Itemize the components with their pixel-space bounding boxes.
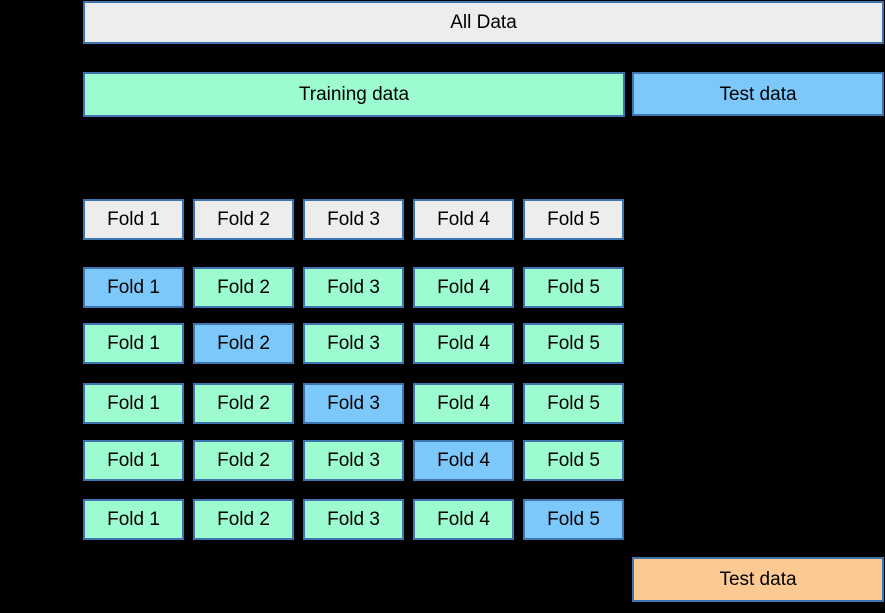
split-row-2: Fold 1 Fold 2 Fold 3 Fold 4 Fold 5 [83,323,624,364]
fold-cell: Fold 4 [413,440,514,481]
fold-cell-label: Fold 2 [217,509,270,530]
fold-cell-label: Fold 1 [107,277,160,298]
fold-cell-label: Fold 5 [547,393,600,414]
all-data-label: All Data [450,12,517,33]
fold-cell-label: Fold 2 [217,277,270,298]
fold-header-row: Fold 1 Fold 2 Fold 3 Fold 4 Fold 5 [83,199,624,240]
all-data-bar: All Data [83,1,884,44]
fold-cell: Fold 3 [303,383,404,424]
fold-cell: Fold 3 [303,440,404,481]
fold-cell-label: Fold 3 [327,450,380,471]
split-row-4: Fold 1 Fold 2 Fold 3 Fold 4 Fold 5 [83,440,624,481]
fold-cell-label: Fold 2 [217,450,270,471]
training-data-bar: Training data [83,72,625,117]
fold-cell: Fold 1 [83,383,184,424]
fold-cell: Fold 5 [523,199,624,240]
fold-cell-label: Fold 1 [107,393,160,414]
fold-cell: Fold 2 [193,440,294,481]
fold-cell-label: Fold 4 [437,277,490,298]
fold-cell: Fold 1 [83,499,184,540]
fold-cell: Fold 3 [303,267,404,308]
fold-cell-label: Fold 4 [437,333,490,354]
fold-cell: Fold 3 [303,323,404,364]
fold-cell-label: Fold 4 [437,450,490,471]
fold-cell-label: Fold 3 [327,393,380,414]
fold-cell-label: Fold 1 [107,509,160,530]
fold-cell-label: Fold 5 [547,509,600,530]
fold-cell-label: Fold 3 [327,209,380,230]
fold-cell-label: Fold 2 [217,333,270,354]
training-data-label: Training data [298,84,410,105]
fold-cell: Fold 1 [83,267,184,308]
fold-cell-label: Fold 5 [547,209,600,230]
fold-cell: Fold 3 [303,499,404,540]
fold-cell: Fold 3 [303,199,404,240]
fold-cell: Fold 2 [193,323,294,364]
fold-cell-label: Fold 5 [547,450,600,471]
fold-cell-label: Fold 2 [217,209,270,230]
fold-cell-label: Fold 1 [107,450,160,471]
fold-cell: Fold 1 [83,199,184,240]
fold-cell: Fold 4 [413,323,514,364]
fold-cell-label: Fold 4 [437,209,490,230]
fold-cell-label: Fold 4 [437,509,490,530]
fold-cell-label: Fold 5 [547,277,600,298]
fold-cell: Fold 1 [83,440,184,481]
fold-cell-label: Fold 4 [437,393,490,414]
test-data-bottom-label: Test data [719,569,797,590]
fold-cell: Fold 4 [413,267,514,308]
fold-cell-label: Fold 1 [107,333,160,354]
fold-cell: Fold 2 [193,383,294,424]
fold-cell: Fold 5 [523,323,624,364]
fold-cell: Fold 4 [413,499,514,540]
fold-cell: Fold 4 [413,383,514,424]
split-row-1: Fold 1 Fold 2 Fold 3 Fold 4 Fold 5 [83,267,624,308]
test-data-bar-top: Test data [632,72,884,116]
fold-cell: Fold 5 [523,267,624,308]
fold-cell: Fold 5 [523,440,624,481]
test-data-bar-bottom: Test data [632,557,884,602]
fold-cell: Fold 2 [193,199,294,240]
fold-cell: Fold 1 [83,323,184,364]
fold-cell: Fold 5 [523,383,624,424]
fold-cell-label: Fold 3 [327,333,380,354]
fold-cell-label: Fold 3 [327,509,380,530]
fold-cell: Fold 5 [523,499,624,540]
fold-cell-label: Fold 3 [327,277,380,298]
test-data-top-label: Test data [719,83,797,105]
split-row-5: Fold 1 Fold 2 Fold 3 Fold 4 Fold 5 [83,499,624,540]
fold-cell: Fold 2 [193,267,294,308]
fold-cell-label: Fold 5 [547,333,600,354]
fold-cell: Fold 2 [193,499,294,540]
split-row-3: Fold 1 Fold 2 Fold 3 Fold 4 Fold 5 [83,383,624,424]
fold-cell-label: Fold 1 [107,209,160,230]
fold-cell-label: Fold 2 [217,393,270,414]
fold-cell: Fold 4 [413,199,514,240]
